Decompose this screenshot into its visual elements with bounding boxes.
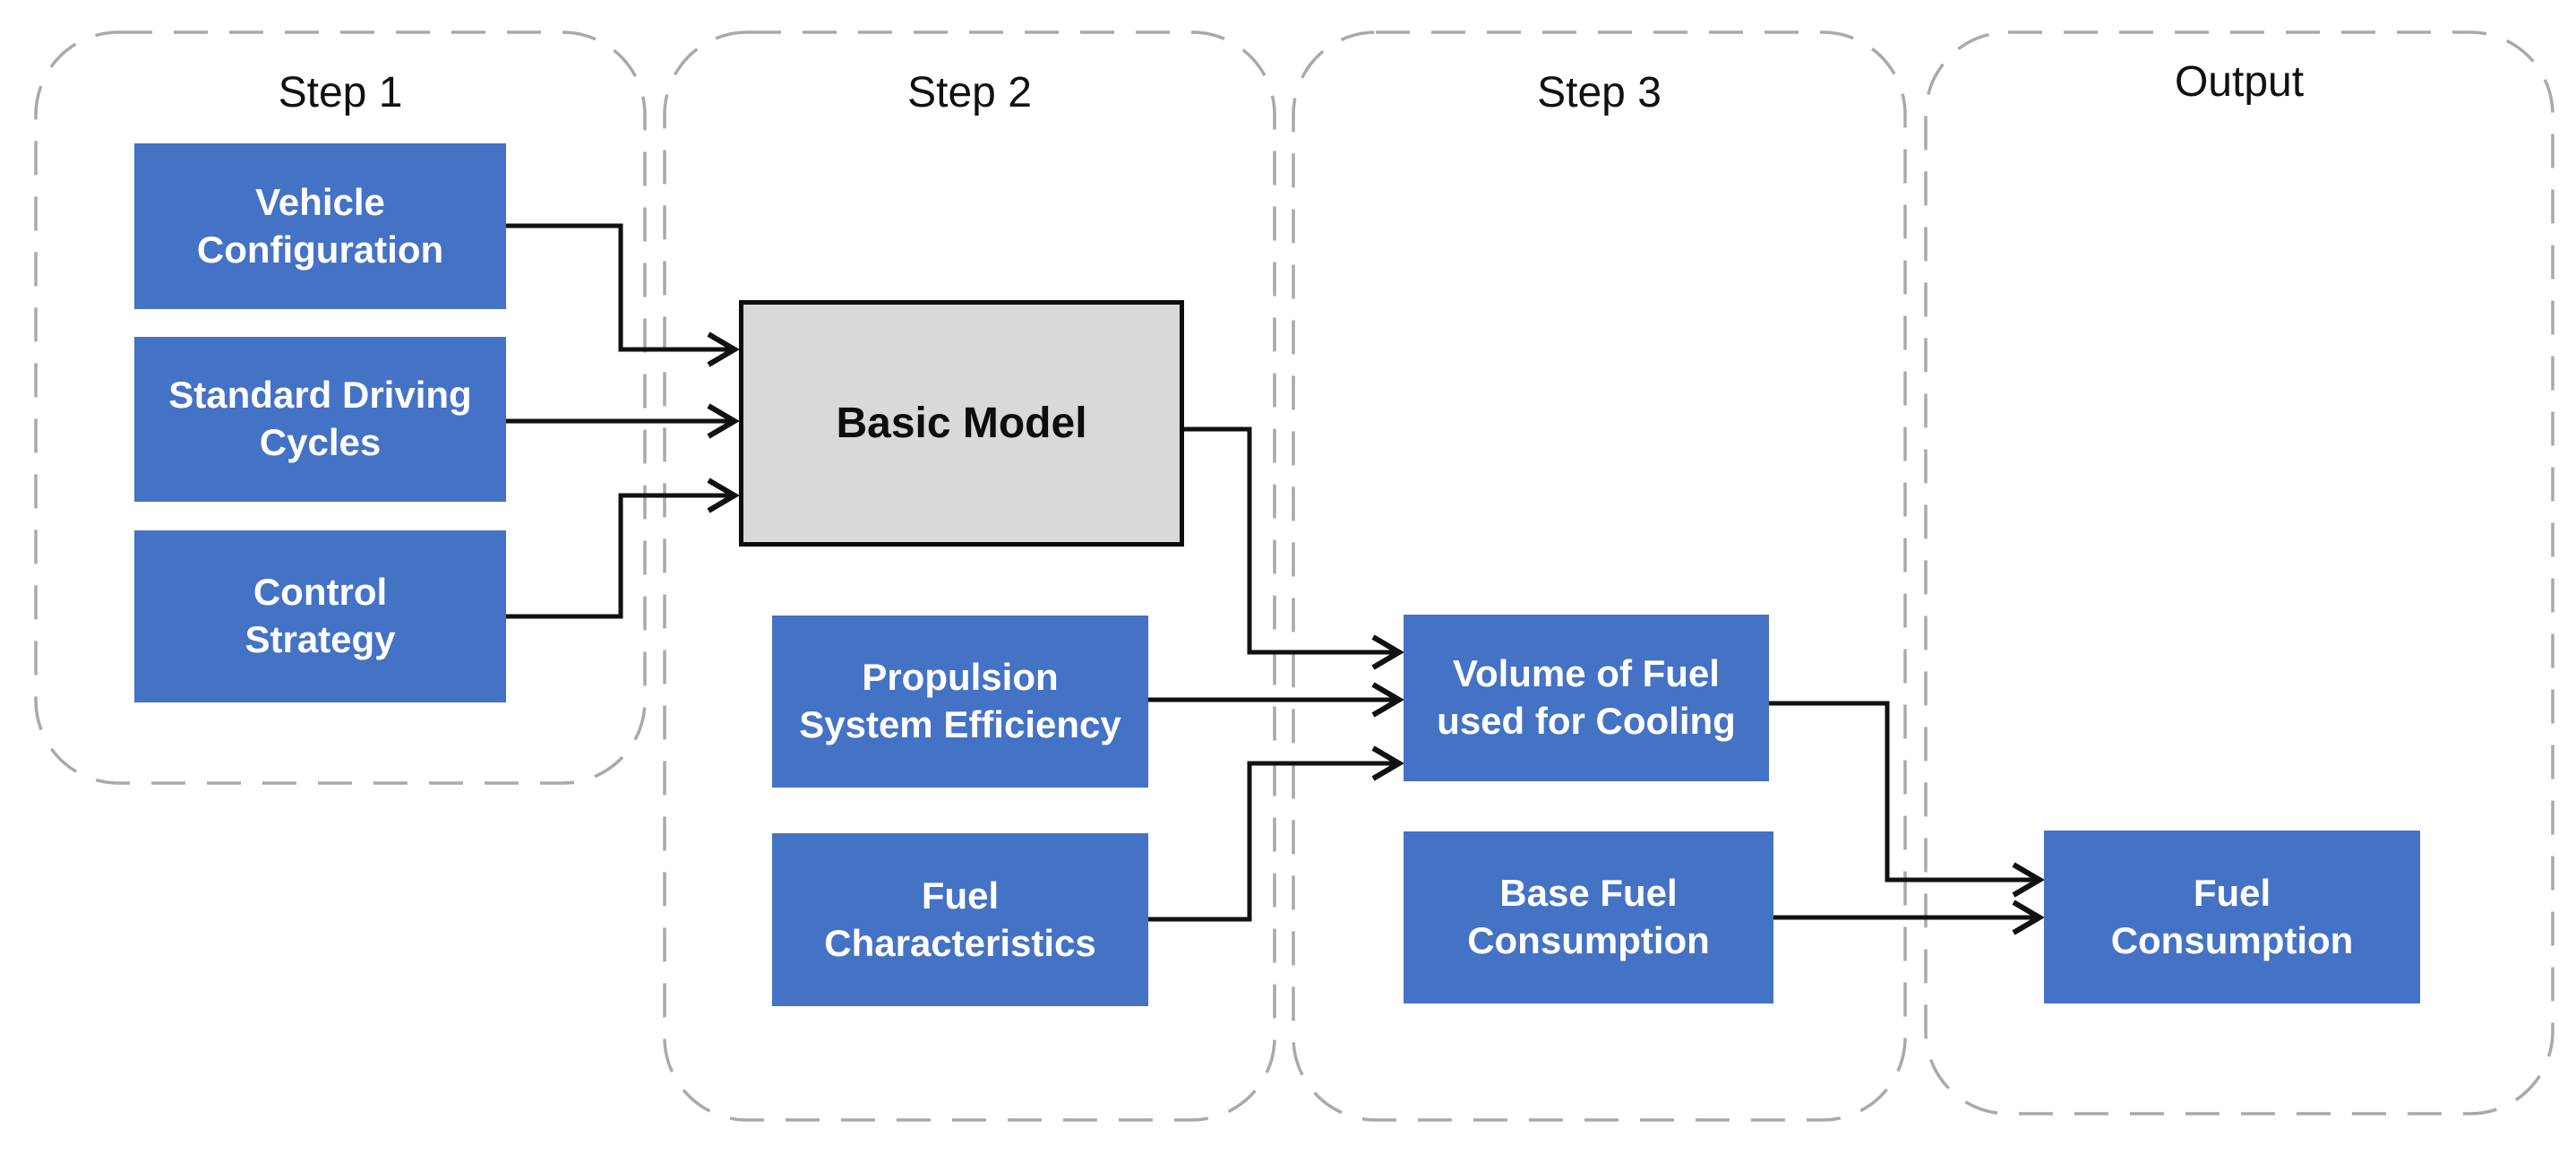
edge-vehicle-configuration-to-basic-model: [506, 223, 740, 367]
panel-title-step3: Step 3: [1537, 69, 1662, 116]
edge-basic-model-to-volume-of-fuel: [1184, 426, 1404, 670]
edge-fuel-characteristics-to-volume-of-fuel: [1148, 745, 1404, 922]
panel-output-outline: [1924, 30, 2555, 1115]
node-fuel-consumption: Fuel Consumption: [2044, 831, 2420, 1003]
panel-step3-outline: [1292, 30, 1907, 1122]
node-control-strategy: Control Strategy: [134, 530, 506, 702]
node-fuel-characteristics: Fuel Characteristics: [772, 833, 1148, 1006]
node-base-fuel-consumption: Base Fuel Consumption: [1404, 831, 1773, 1003]
node-basic-model: Basic Model: [739, 300, 1184, 547]
panel-title-output: Output: [2174, 58, 2305, 106]
node-standard-driving-cycles: Standard Driving Cycles: [134, 337, 506, 502]
panel-title-step1: Step 1: [278, 69, 403, 116]
edge-volume-of-fuel-to-fuel-consumption: [1769, 701, 2045, 898]
node-propulsion-system-efficiency: Propulsion System Efficiency: [772, 616, 1148, 788]
panel-step1-outline: [34, 30, 647, 785]
node-vehicle-configuration: Vehicle Configuration: [134, 143, 506, 309]
panel-title-step2: Step 2: [907, 69, 1032, 116]
edge-control-strategy-to-basic-model: [506, 478, 740, 619]
node-volume-of-fuel-used-for-cooling: Volume of Fuel used for Cooling: [1404, 615, 1769, 781]
panel-step2-outline: [663, 30, 1276, 1122]
